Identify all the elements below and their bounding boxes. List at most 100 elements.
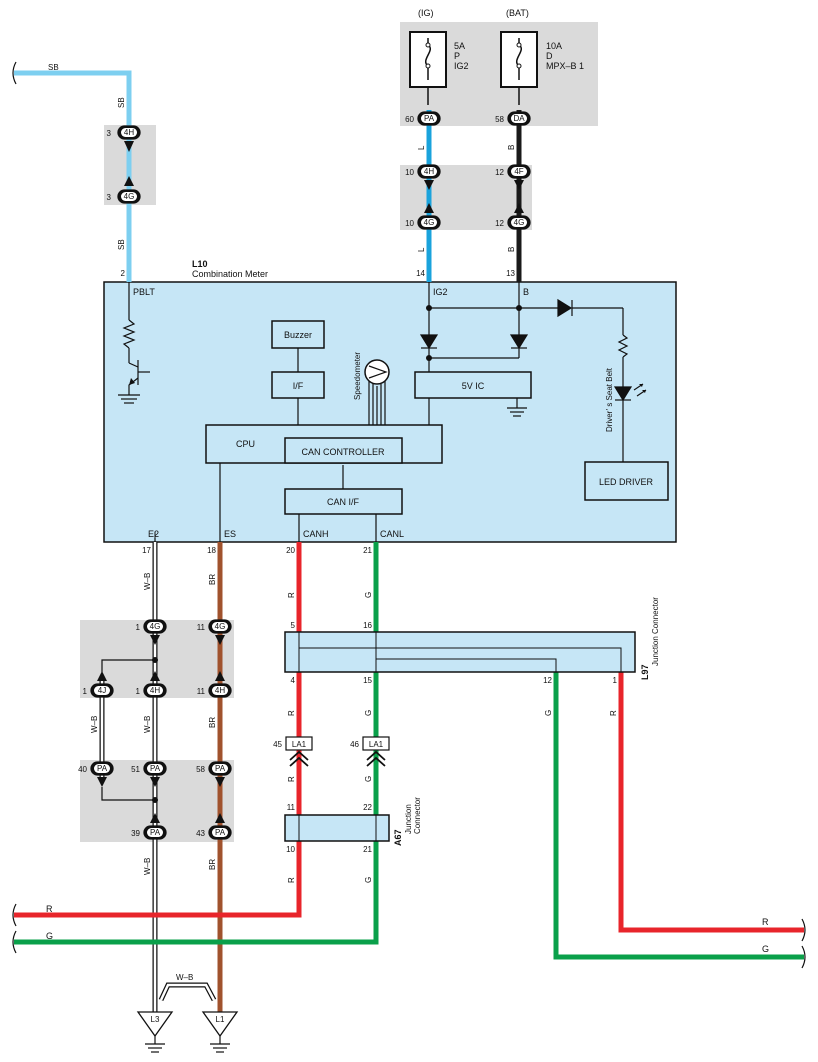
svg-text:22: 22: [363, 803, 372, 812]
wire-label-wb-link: W–B: [176, 973, 193, 982]
svg-text:4H: 4H: [150, 686, 160, 695]
svg-text:1: 1: [136, 687, 141, 696]
wire-label-wb-1: W–B: [143, 573, 152, 590]
can-if-box: [284, 488, 403, 515]
wire-label-r-2: R: [287, 710, 296, 716]
svg-text:5: 5: [291, 621, 296, 630]
wire-label-wb-2: W–B: [90, 716, 99, 733]
svg-text:2: 2: [121, 269, 126, 278]
if-box: [271, 371, 325, 399]
buzzer-label: Buzzer: [284, 330, 312, 340]
wire-label-g-3: G: [364, 776, 373, 782]
fuse-bat-code: D: [546, 51, 553, 61]
wire-label-b-1: B: [507, 145, 516, 150]
wire-label-sb-1: SB: [117, 97, 126, 108]
a67-name-line2: Connector: [413, 797, 422, 834]
wire-sb: [14, 70, 132, 282]
meter-internal-lines: [118, 282, 629, 542]
wire-label-wb-3: W–B: [143, 716, 152, 733]
svg-text:3: 3: [107, 129, 112, 138]
svg-text:10: 10: [286, 845, 295, 854]
junction-links: [101, 659, 155, 801]
wire-wb-link-inner: [159, 983, 216, 1001]
fuse-ig-amp: 5A: [454, 41, 465, 51]
wire-label-br-1: BR: [208, 574, 217, 585]
l97-id: L97: [640, 664, 650, 680]
l97-name: Junction Connector: [651, 597, 660, 666]
svg-text:PA: PA: [215, 764, 226, 773]
fuse-bat-amp: 10A: [546, 41, 562, 51]
a67-name-line1: Junction: [404, 804, 413, 834]
svg-text:51: 51: [131, 765, 140, 774]
ground-l3-label: L3: [151, 1015, 160, 1024]
wire-label-g-4: G: [364, 877, 373, 883]
pin-canl: CANL: [380, 529, 404, 539]
speedometer-icon: [364, 359, 390, 385]
wire-break-marks: [12, 61, 806, 969]
pin-numbers: 3 3 2 60 58 10 12 10 12 14 13 17 18 20 2…: [78, 115, 617, 854]
pin-b: B: [523, 287, 529, 297]
junction-connector-l97: [284, 631, 636, 673]
svg-text:21: 21: [363, 546, 372, 555]
wire-label-wb-4: W–B: [143, 858, 152, 875]
svg-text:11: 11: [287, 803, 296, 812]
svg-text:4G: 4G: [514, 218, 525, 227]
wire-label-br-3: BR: [208, 859, 217, 870]
wire-label-g-right-bottom: G: [762, 944, 769, 954]
wire-label-sb-2: SB: [117, 239, 126, 250]
can-if-label: CAN I/F: [327, 497, 360, 507]
led-driver-box: [584, 461, 669, 501]
wire-label-r-1: R: [287, 592, 296, 598]
svg-text:21: 21: [363, 845, 372, 854]
svg-text:4G: 4G: [150, 622, 161, 631]
svg-text:12: 12: [543, 676, 552, 685]
svg-text:3: 3: [107, 193, 112, 202]
wire-label-g-2: G: [364, 710, 373, 716]
wire-label-sb-top: SB: [48, 63, 59, 72]
svg-text:43: 43: [196, 829, 205, 838]
svg-text:10: 10: [405, 219, 414, 228]
wire-label-l-2: L: [417, 247, 426, 252]
pin-ig2: IG2: [433, 287, 448, 297]
svg-text:15: 15: [363, 676, 372, 685]
svg-text:4H: 4H: [124, 128, 134, 137]
svg-text:4F: 4F: [514, 167, 523, 176]
wire-label-g-bottom: G: [46, 931, 53, 941]
svg-text:60: 60: [405, 115, 414, 124]
junction-connector-a67: [284, 814, 390, 842]
l97-internal: [298, 632, 622, 672]
svg-text:18: 18: [207, 546, 216, 555]
ground-l1: [201, 1011, 239, 1053]
wire-g-right: [553, 672, 804, 960]
connector-la1-g: [362, 736, 390, 767]
wire-label-l-1: L: [417, 145, 426, 150]
can-controller-label: CAN CONTROLLER: [301, 447, 385, 457]
speedometer-label: Speedometer: [353, 352, 362, 400]
wire-label-br-2: BR: [208, 717, 217, 728]
svg-text:20: 20: [286, 546, 295, 555]
svg-text:1: 1: [83, 687, 88, 696]
connector-la1-r: [285, 736, 313, 767]
svg-text:DA: DA: [513, 114, 525, 123]
seat-belt-label: Driver’ s Seat Belt: [605, 367, 614, 432]
pin-canh: CANH: [303, 529, 329, 539]
wire-label-r-right-bottom: R: [762, 917, 769, 927]
svg-text:4: 4: [291, 676, 296, 685]
svg-text:58: 58: [196, 765, 205, 774]
v5ic-label: 5V IC: [462, 381, 485, 391]
wire-g-canl: [14, 542, 379, 945]
wire-label-r-3: R: [287, 776, 296, 782]
svg-text:1: 1: [136, 623, 141, 632]
v5ic-box: [414, 371, 532, 399]
svg-text:LA1: LA1: [292, 740, 307, 749]
pin-es: ES: [224, 529, 236, 539]
svg-text:14: 14: [416, 269, 425, 278]
svg-text:39: 39: [131, 829, 140, 838]
svg-text:PA: PA: [215, 828, 226, 837]
fuse-bat-name: MPX–B 1: [546, 61, 584, 71]
connector-arrows: [97, 141, 524, 823]
diodes: [419, 298, 573, 350]
svg-text:4J: 4J: [98, 686, 106, 695]
a67-id: A67: [393, 829, 403, 846]
transistor-arrow: [129, 378, 135, 385]
